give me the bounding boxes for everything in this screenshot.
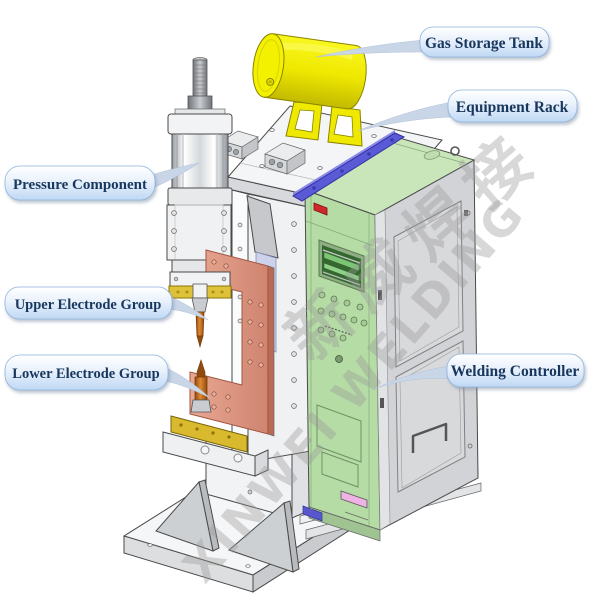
cylinder-top-cap (167, 113, 233, 135)
lower-recess-2 (321, 451, 359, 488)
callout-upper-electrode-group: Upper Electrode Group (4, 286, 209, 321)
callout-lower-electrode-group: Lower Electrode Group (4, 354, 211, 399)
callout-gas-storage-tank: Gas Storage Tank (315, 26, 550, 58)
callout-label: Welding Controller (451, 363, 580, 380)
power-indicator (313, 202, 328, 216)
lower-electrode-holder (190, 399, 212, 413)
callout-label: Upper Electrode Group (15, 297, 162, 313)
callout-label: Lower Electrode Group (12, 366, 159, 382)
pneumatic-valve-block-2 (264, 142, 306, 175)
lower-insulation-block (170, 415, 248, 453)
callout-leader (315, 39, 425, 58)
callout-equipment-rack: Equipment Rack (357, 89, 578, 132)
panel-label-strip (324, 325, 353, 336)
hinge-mark-1 (378, 290, 382, 300)
callout-label: Pressure Component (13, 177, 147, 193)
lower-electrode-group (162, 359, 269, 477)
callout-leader (163, 366, 211, 399)
bottom-slot (340, 490, 368, 509)
base-gussets (155, 479, 300, 573)
callout-label: Gas Storage Tank (425, 35, 543, 52)
callout-label: Equipment Rack (456, 99, 569, 116)
cylinder-bottom-cap (167, 187, 233, 206)
callout-leader (357, 101, 453, 132)
side-recess-upper (393, 200, 464, 368)
callout-leader (373, 365, 451, 390)
callout-leader (167, 295, 209, 321)
guide-block (166, 204, 232, 261)
pressure-cylinder (166, 57, 233, 273)
tank-legs (285, 101, 363, 147)
callout-welding-controller: Welding Controller (373, 353, 585, 390)
lower-recess-1 (316, 404, 362, 463)
hinge-mark-2 (380, 398, 384, 408)
door-handle (411, 422, 448, 453)
cylinder-body (171, 133, 229, 189)
callout-pressure-component: Pressure Component (4, 162, 200, 201)
equipment-rack-rail (292, 130, 406, 202)
piston-rod (192, 59, 208, 101)
cabinet-foot (302, 505, 323, 522)
panel-buttons (317, 291, 368, 363)
inner-angled-panel (246, 195, 279, 259)
callout-leader (150, 162, 200, 190)
copper-conductive-arm (189, 249, 275, 437)
front-panel-details (305, 193, 375, 526)
card-cage (318, 239, 365, 293)
welding-controller-cabinet (302, 134, 479, 542)
upper-electrode-holder (191, 297, 209, 313)
door-lock (464, 210, 468, 216)
